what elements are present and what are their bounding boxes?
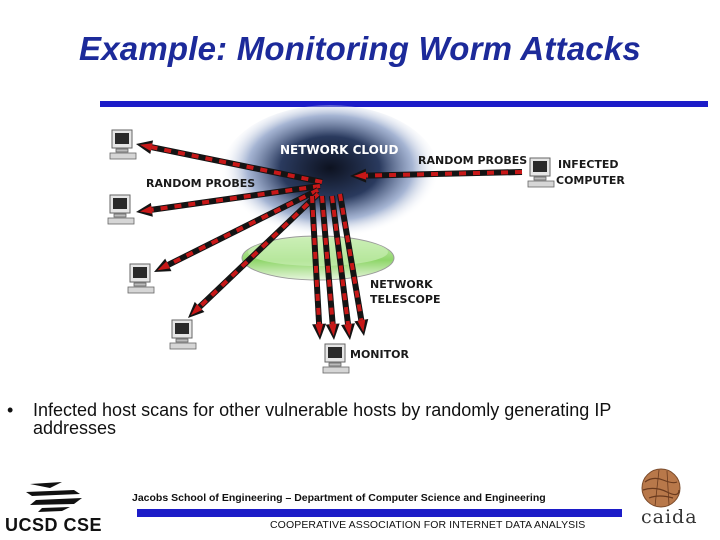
arrow-to-host-1 xyxy=(136,140,323,185)
label-telescope: TELESCOPE xyxy=(370,293,440,306)
arrow-to-host-4 xyxy=(188,191,321,318)
footer-department: Jacobs School of Engineering – Departmen… xyxy=(132,492,546,504)
footer-organization: COOPERATIVE ASSOCIATION FOR INTERNET DAT… xyxy=(270,519,586,531)
computer-icon xyxy=(527,157,555,188)
arrow-infected-to-cloud xyxy=(350,168,523,183)
label-random-probes-left: RANDOM PROBES xyxy=(146,177,255,190)
title-divider xyxy=(100,101,708,107)
computer-icon xyxy=(322,343,350,374)
computer-icon xyxy=(169,319,197,350)
probe-arrows xyxy=(136,140,523,340)
label-monitor: MONITOR xyxy=(350,348,409,361)
label-infected: INFECTED xyxy=(558,158,619,171)
ucsd-cse-logo-text: UCSD CSE xyxy=(5,515,103,535)
slide-title: Example: Monitoring Worm Attacks xyxy=(79,30,641,67)
arrow-to-monitor-3 xyxy=(329,195,355,340)
footer-divider xyxy=(137,509,622,517)
label-network-cloud: NETWORK CLOUD xyxy=(280,143,399,157)
caida-logo-text: caida xyxy=(641,506,698,528)
caida-globe-icon xyxy=(641,468,681,508)
computer-icon xyxy=(107,194,135,225)
arrow-to-monitor-2 xyxy=(319,195,340,340)
bullet-text: Infected host scans for other vulnerable… xyxy=(33,400,612,438)
label-computer: COMPUTER xyxy=(556,174,625,187)
computer-icon xyxy=(109,129,137,160)
label-network: NETWORK xyxy=(370,278,433,291)
arrow-to-monitor-4 xyxy=(337,193,369,336)
ucsd-logo-icon xyxy=(26,482,82,512)
bullet-marker: • xyxy=(7,400,14,420)
arrow-to-host-2 xyxy=(136,183,321,217)
label-random-probes-right: RANDOM PROBES xyxy=(418,154,527,167)
arrow-to-monitor-1 xyxy=(309,195,327,340)
arrow-to-host-3 xyxy=(154,187,320,272)
computer-icon xyxy=(127,263,155,294)
